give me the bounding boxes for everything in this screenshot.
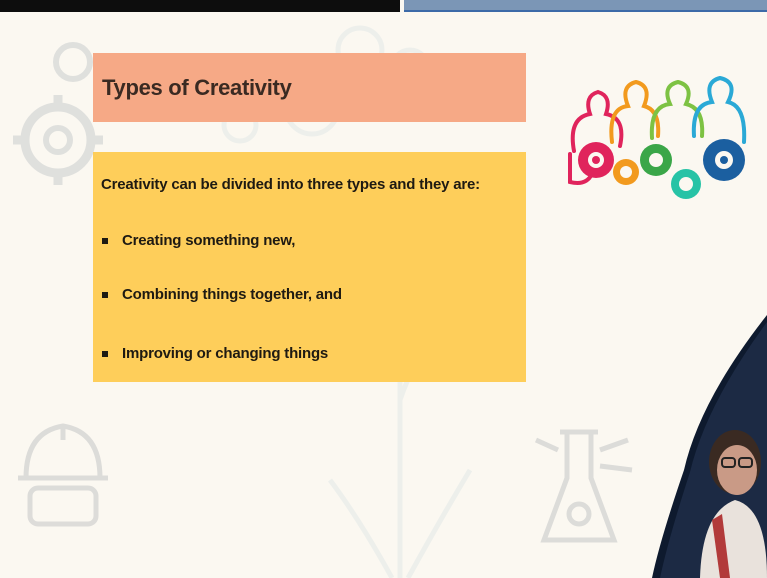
bullet-marker xyxy=(102,238,108,244)
title-banner: Types of Creativity xyxy=(93,53,526,122)
bullet-marker xyxy=(102,351,108,357)
gear-icon xyxy=(613,159,639,185)
gear-icon xyxy=(640,144,672,176)
top-bar-blue xyxy=(404,0,767,12)
bullet-item: Improving or changing things xyxy=(93,345,526,367)
bullet-item: Combining things together, and xyxy=(93,286,526,308)
bullet-item: Creating something new, xyxy=(93,232,526,254)
gear-icon xyxy=(703,139,745,181)
team-gears-logo xyxy=(568,75,747,199)
bullet-text: Creating something new, xyxy=(122,232,296,249)
bullet-text: Combining things together, and xyxy=(122,286,342,303)
gear-icon xyxy=(578,142,614,178)
presenter-figure xyxy=(700,430,767,578)
gear-icon xyxy=(671,169,701,199)
bullet-marker xyxy=(102,292,108,298)
bullet-text: Improving or changing things xyxy=(122,345,329,362)
slide-title: Types of Creativity xyxy=(102,74,292,100)
intro-text: Creativity can be divided into three typ… xyxy=(101,176,480,193)
top-bar-dark xyxy=(0,0,400,12)
content-panel: Creativity can be divided into three typ… xyxy=(93,152,526,382)
